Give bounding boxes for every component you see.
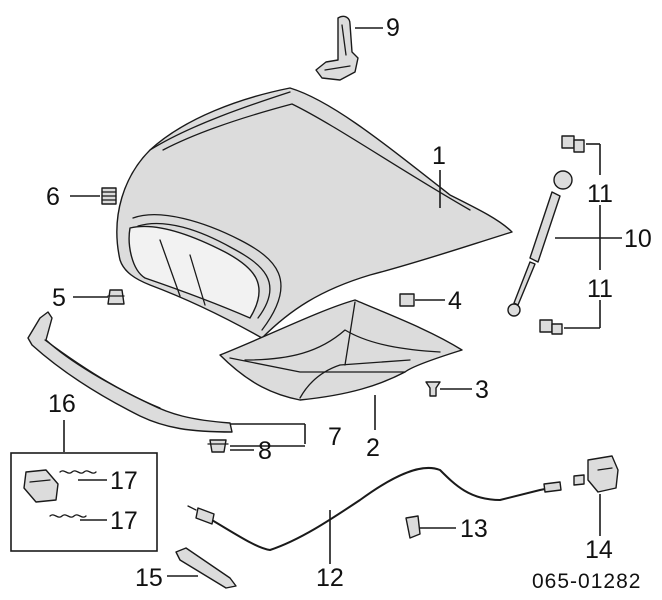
callout-13: 13 (460, 515, 488, 543)
strut-bolt-upper (561, 135, 585, 153)
callout-4: 4 (448, 287, 462, 315)
callout-17-upper: 17 (110, 467, 138, 495)
hood-cushion (107, 289, 125, 305)
callout-1: 1 (432, 142, 446, 170)
callout-15: 15 (135, 564, 163, 592)
callout-6: 6 (46, 183, 60, 211)
callout-12: 12 (316, 564, 344, 592)
strut-bolt-lower (539, 319, 563, 335)
lock-assembly-box (10, 452, 158, 552)
callout-5: 5 (52, 284, 66, 312)
hood-lock (573, 455, 619, 493)
callout-9: 9 (386, 14, 400, 42)
hood-bumper (101, 187, 117, 205)
callout-16: 16 (48, 390, 76, 418)
callout-2: 2 (366, 434, 380, 462)
callout-11-lower: 11 (587, 275, 613, 303)
callout-11-upper: 11 (587, 180, 613, 208)
diagram-code: 065-01282 (532, 570, 641, 593)
hood-panel (116, 87, 513, 339)
callout-7: 7 (328, 423, 342, 451)
hood-hinge (315, 15, 359, 81)
callout-3: 3 (475, 376, 489, 404)
callout-17-lower: 17 (110, 507, 138, 535)
callout-14: 14 (585, 536, 613, 564)
hood-strut (507, 170, 573, 317)
push-clip (207, 439, 229, 453)
release-cable (187, 466, 562, 551)
cable-clamp (405, 515, 421, 539)
callout-10: 10 (624, 225, 652, 253)
release-lever (175, 547, 237, 589)
hood-inner-frame (219, 299, 463, 401)
callout-8: 8 (258, 437, 272, 465)
hood-seal (27, 311, 233, 433)
hood-clip (399, 293, 415, 307)
leader-lines (63, 27, 622, 577)
retainer-clip (425, 381, 441, 397)
